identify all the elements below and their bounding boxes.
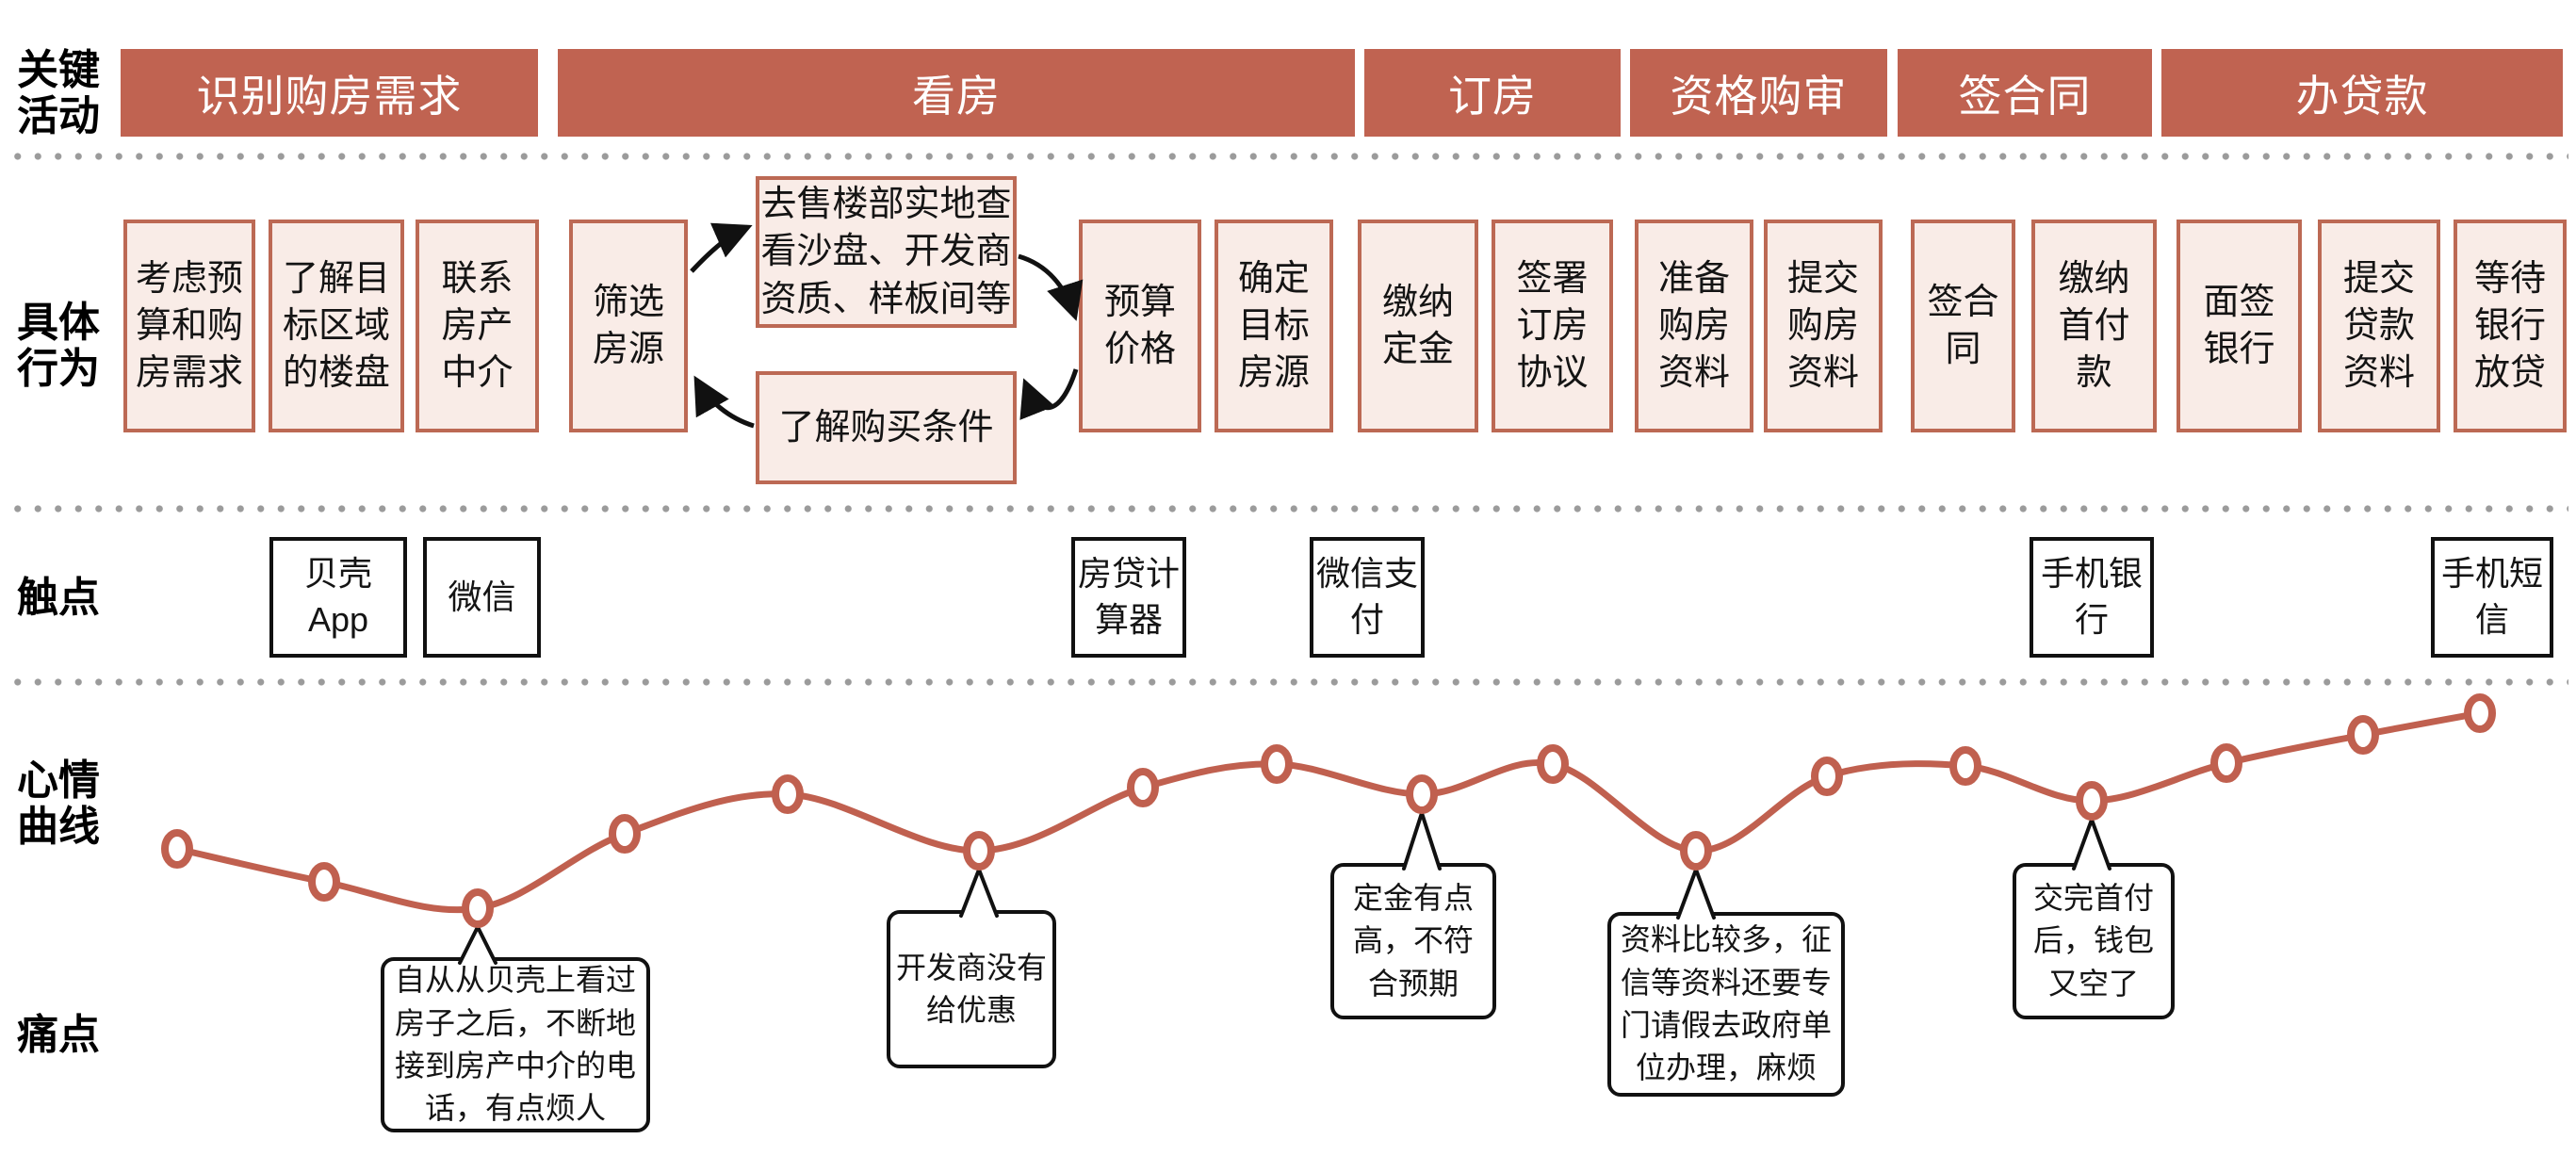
pain-pointer — [961, 870, 997, 916]
pain-point-callout: 自从从贝壳上看过 房子之后，不断地 接到房产中介的电 话，有点烦人 — [381, 957, 650, 1132]
mood-curve-point — [1949, 746, 1981, 786]
behavior-text: 联系 房产 中介 — [441, 258, 514, 394]
pain-point-text: 资料比较多，征 信等资料还要专 门请假去政府单 位办理，麻烦 — [1620, 922, 1832, 1085]
mood-curve-point — [2347, 715, 2379, 755]
behavior-text: 了解目 标区域 的楼盘 — [282, 258, 390, 394]
mood-curve-point — [2464, 693, 2496, 733]
behavior-text: 缴纳 首付 款 — [2058, 258, 2130, 394]
behavior-box-site-visit: 去售楼部实地查 看沙盘、开发商 资质、样板间等 — [756, 176, 1017, 328]
behavior-text: 等待 银行 放贷 — [2473, 258, 2546, 394]
mood-curve-point — [1537, 744, 1569, 784]
mood-curve-point — [609, 814, 641, 854]
behavior-box: 确定 目标 房源 — [1215, 220, 1333, 432]
behavior-box: 签合 同 — [1911, 220, 2015, 432]
touchpoint-text: 微信支 付 — [1315, 554, 1418, 639]
phase-apply-loan: 办贷款 — [2161, 49, 2563, 137]
mood-curve-point — [963, 831, 995, 871]
behavior-box: 预算 价格 — [1079, 220, 1201, 432]
mood-curve-point — [161, 829, 193, 869]
phase-qualification: 资格购审 — [1630, 49, 1887, 137]
behavior-box: 提交 贷款 资料 — [2318, 220, 2440, 432]
behavior-text: 了解购买条件 — [778, 407, 994, 448]
phase-identify-need: 识别购房需求 — [121, 49, 538, 137]
row-label-key-activities: 关键 活动 — [17, 47, 100, 140]
touchpoint-text: 手机短 信 — [2440, 554, 2543, 639]
touchpoint-text: 微信 — [448, 577, 516, 616]
behavior-box-learn-conditions: 了解购买条件 — [756, 371, 1017, 484]
pain-pointer-outline — [959, 864, 999, 918]
arrow-select-to-visit — [690, 222, 753, 273]
touchpoint-text: 贝壳 App — [303, 554, 372, 639]
behavior-text: 签署 订房 协议 — [1516, 258, 1589, 394]
touchpoint-text: 手机银 行 — [2040, 554, 2143, 639]
mood-curve-point — [772, 774, 804, 814]
behavior-text: 签合 同 — [1927, 282, 1999, 369]
phase-reserve-home: 订房 — [1364, 49, 1621, 137]
row-label-pain-points: 痛点 — [17, 1012, 100, 1058]
mood-curve-point — [2076, 781, 2108, 821]
behavior-box: 准备 购房 资料 — [1635, 220, 1753, 432]
pain-point-callout: 定金有点 高，不符 合预期 — [1330, 863, 1496, 1019]
row-label-behaviors: 具体 行为 — [17, 300, 100, 393]
mood-curve-point — [462, 888, 494, 928]
touchpoint-beike-app: 贝壳 App — [269, 537, 407, 658]
mood-curve-point — [1406, 774, 1438, 814]
row-label-mood-curve: 心情 曲线 — [17, 757, 100, 851]
behavior-text: 确定 目标 房源 — [1237, 258, 1310, 394]
touchpoint-wechat-pay: 微信支 付 — [1310, 537, 1425, 658]
pain-pointer-outline — [1676, 864, 1716, 920]
pain-point-text: 交完首付 后，钱包 又空了 — [2032, 880, 2154, 1001]
phase-view-homes: 看房 — [558, 49, 1355, 137]
behavior-box: 了解目 标区域 的楼盘 — [269, 220, 404, 432]
pain-pointer — [2074, 820, 2110, 869]
behavior-text: 面签 银行 — [2203, 282, 2275, 369]
behavior-text: 去售楼部实地查 看沙盘、开发商 资质、样板间等 — [760, 185, 1012, 319]
pain-pointer-outline — [2072, 814, 2111, 871]
pain-point-text: 开发商没有 给优惠 — [895, 950, 1047, 1027]
behavior-box: 等待 银行 放贷 — [2454, 220, 2567, 432]
dotted-divider — [8, 153, 2568, 160]
behavior-text: 筛选 房源 — [592, 282, 664, 369]
mood-curve-point — [2210, 743, 2242, 783]
dotted-divider — [8, 505, 2568, 513]
touchpoint-sms: 手机短 信 — [2431, 537, 2553, 658]
pain-point-callout: 开发商没有 给优惠 — [887, 910, 1056, 1068]
behavior-text: 预算 价格 — [1103, 282, 1176, 369]
pain-point-text: 自从从贝壳上看过 房子之后，不断地 接到房产中介的电 话，有点烦人 — [394, 963, 636, 1126]
touchpoint-text: 房贷计 算器 — [1077, 554, 1180, 639]
touchpoint-loan-calculator: 房贷计 算器 — [1071, 537, 1186, 658]
behavior-box: 签署 订房 协议 — [1492, 220, 1613, 432]
mood-curve-point — [1680, 831, 1712, 871]
pain-pointer — [1678, 870, 1714, 918]
behavior-box: 筛选 房源 — [569, 220, 688, 432]
behavior-box: 考虑预 算和购 房需求 — [123, 220, 255, 432]
behavior-box: 联系 房产 中介 — [416, 220, 539, 432]
behavior-box: 面签 银行 — [2177, 220, 2302, 432]
behavior-box: 缴纳 首付 款 — [2031, 220, 2157, 432]
behavior-text: 考虑预 算和购 房需求 — [135, 258, 243, 394]
arrow-budget-to-conditions — [1019, 368, 1079, 420]
pain-point-text: 定金有点 高，不符 合预期 — [1352, 880, 1474, 1001]
pain-pointer — [1404, 813, 1440, 869]
touchpoint-mobile-banking: 手机银 行 — [2030, 537, 2154, 658]
row-label-touchpoints: 触点 — [17, 575, 100, 621]
phase-sign-contract: 签合同 — [1898, 49, 2152, 137]
touchpoint-wechat: 微信 — [423, 537, 541, 658]
mood-curve-point — [308, 862, 340, 902]
mood-curve-point — [1127, 768, 1159, 807]
mood-curve-point — [1261, 744, 1293, 784]
behavior-text: 准备 购房 资料 — [1657, 258, 1730, 394]
pain-point-callout: 资料比较多，征 信等资料还要专 门请假去政府单 位办理，麻烦 — [1607, 912, 1845, 1097]
arrow-conditions-to-select — [693, 375, 755, 429]
behavior-text: 提交 购房 资料 — [1786, 258, 1859, 394]
dotted-divider — [8, 678, 2568, 686]
behavior-text: 提交 贷款 资料 — [2342, 258, 2415, 394]
arrow-visit-to-budget — [1018, 253, 1084, 321]
behavior-box: 提交 购房 资料 — [1764, 220, 1883, 432]
mood-curve-point — [1811, 757, 1843, 796]
behavior-box: 缴纳 定金 — [1358, 220, 1478, 432]
pain-pointer-outline — [1402, 806, 1442, 871]
behavior-text: 缴纳 定金 — [1381, 282, 1454, 369]
pain-point-callout: 交完首付 后，钱包 又空了 — [2013, 863, 2175, 1019]
